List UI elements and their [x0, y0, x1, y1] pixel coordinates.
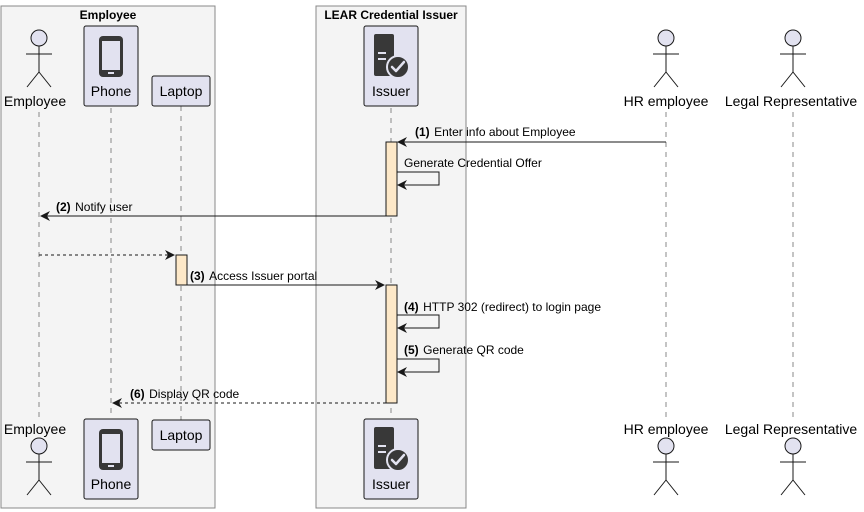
- legal-label-top: Legal Representative: [725, 93, 858, 109]
- issuer-group-title: LEAR Credential Issuer: [324, 8, 458, 22]
- employee-actor-bottom: Employee: [4, 421, 66, 496]
- hr-label-bottom: HR employee: [624, 421, 709, 437]
- hr-actor-top: HR employee: [624, 29, 709, 109]
- legal-actor-top: Legal Representative: [725, 29, 858, 109]
- actor-icon: [26, 437, 52, 496]
- issuer-activation-1: [385, 141, 398, 217]
- actor-icon: [653, 29, 679, 88]
- phone-icon: [99, 36, 123, 77]
- employee-label-bottom: Employee: [4, 421, 66, 437]
- server-check-icon: [374, 34, 410, 79]
- message-1: (1) Enter info about Employee: [397, 123, 666, 147]
- message-5-text: Generate QR code: [423, 343, 524, 357]
- svg-text:(6) Display QR code: (6) Display QR code: [130, 385, 239, 402]
- message-4-text: HTTP 302 (redirect) to login page: [423, 300, 601, 314]
- actor-icon: [780, 437, 806, 496]
- phone-label-bottom: Phone: [91, 476, 132, 492]
- message-3-number: (3): [190, 269, 205, 283]
- message-2-number: (2): [56, 200, 71, 214]
- message-6-number: (6): [130, 387, 145, 401]
- svg-text:(5) Generate QR code: (5) Generate QR code: [404, 341, 524, 358]
- employee-group-title: Employee: [80, 8, 137, 22]
- laptop-participant-bottom: Laptop: [151, 419, 211, 451]
- message-1-number: (1): [415, 125, 430, 139]
- phone-participant-top: Phone: [83, 25, 139, 107]
- svg-text:(3) Access Issuer portal: (3) Access Issuer portal: [190, 267, 317, 284]
- phone-participant-bottom: Phone: [83, 418, 139, 500]
- message-4-number: (4): [404, 300, 419, 314]
- message-6-text: Display QR code: [149, 387, 239, 401]
- actor-icon: [653, 437, 679, 496]
- legal-label-bottom: Legal Representative: [725, 421, 858, 437]
- hr-actor-bottom: HR employee: [624, 421, 709, 496]
- message-5: (5) Generate QR code: [397, 341, 524, 377]
- message-4: (4) HTTP 302 (redirect) to login page: [397, 298, 601, 333]
- message-2-text: Notify user: [75, 200, 132, 214]
- message-self-offer: Generate Credential Offer: [397, 156, 542, 190]
- message-3: (3) Access Issuer portal: [187, 267, 385, 290]
- legal-actor-bottom: Legal Representative: [725, 421, 858, 496]
- actor-icon: [780, 29, 806, 88]
- server-check-icon: [374, 427, 410, 472]
- issuer-label-top: Issuer: [372, 83, 410, 99]
- phone-icon: [99, 429, 123, 470]
- svg-text:(2) Notify user: (2) Notify user: [56, 198, 132, 215]
- message-1-text: Enter info about Employee: [434, 125, 576, 139]
- issuer-participant-bottom: Issuer: [363, 418, 419, 500]
- phone-label-top: Phone: [91, 83, 132, 99]
- message-3-text: Access Issuer portal: [209, 269, 317, 283]
- message-6: (6) Display QR code: [112, 385, 386, 408]
- message-5-number: (5): [404, 343, 419, 357]
- svg-text:Generate Credential Offer: Generate Credential Offer: [404, 156, 542, 170]
- issuer-activation-2: [385, 284, 398, 404]
- laptop-label-top: Laptop: [160, 83, 203, 99]
- issuer-participant-top: Issuer: [363, 25, 419, 107]
- employee-label-top: Employee: [4, 93, 66, 109]
- laptop-participant-top: Laptop: [151, 75, 211, 107]
- actor-icon: [26, 29, 52, 88]
- message-2: (2) Notify user: [40, 198, 386, 221]
- hr-label-top: HR employee: [624, 93, 709, 109]
- laptop-label-bottom: Laptop: [160, 427, 203, 443]
- message-self-offer-text: Generate Credential Offer: [404, 156, 542, 170]
- svg-text:(1) Enter info about Employee: (1) Enter info about Employee: [415, 123, 576, 140]
- employee-actor-top: Employee: [4, 29, 66, 109]
- laptop-activation: [175, 254, 188, 286]
- svg-text:(4) HTTP 302 (redirect) to log: (4) HTTP 302 (redirect) to login page: [404, 298, 601, 315]
- issuer-label-bottom: Issuer: [372, 476, 410, 492]
